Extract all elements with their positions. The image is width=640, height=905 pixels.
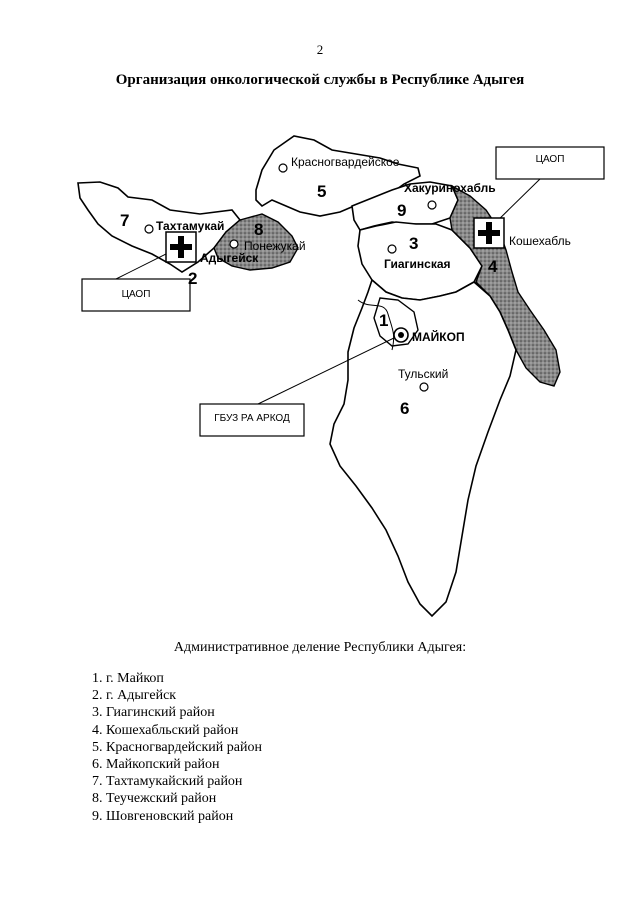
- maykop-label: МАЙКОП: [412, 329, 465, 344]
- medical-cross-icon-west: [165, 231, 197, 263]
- tulskiy-label: Тульский: [398, 367, 448, 381]
- hospital-box: [199, 403, 305, 437]
- adygea-map: ЦАОП ЦАОП ГБУЗ РА АРКОД Красногвардейско…: [77, 135, 605, 618]
- giaginskaya-label: Гиагинская: [384, 257, 451, 271]
- legend-item: 1. г. Майкоп: [92, 671, 164, 686]
- krasnogvardeyskoe-label: Красногвардейское: [291, 155, 400, 169]
- caop-east-label: ЦАОП: [536, 154, 565, 165]
- page-number: 2: [316, 42, 324, 57]
- district-number-2: 2: [188, 269, 197, 288]
- district-number-6: 6: [400, 399, 409, 418]
- district-8-shape: [213, 213, 299, 271]
- khakurinokhabl-marker-icon: [427, 200, 437, 210]
- district-6-shape: [329, 278, 517, 618]
- legend-item: 2. г. Адыгейск: [92, 688, 177, 704]
- krasnogvardeyskoe-marker-icon: [278, 163, 288, 173]
- takhtamukay-label: Тахтамукай: [156, 219, 224, 233]
- district-number-3: 3: [409, 234, 418, 253]
- page-title: Организация онкологической службы в Респ…: [115, 72, 525, 88]
- district-number-9: 9: [397, 201, 406, 220]
- legend-item: 6. Майкопский район: [92, 757, 220, 773]
- tulskiy-marker-icon: [419, 382, 429, 392]
- legend-list: 1. г. Майкоп 2. г. Адыгейск 3. Гиагински…: [92, 670, 262, 825]
- koshekhabl-label: Кошехабль: [509, 234, 571, 248]
- ponezhukay-marker-icon: [229, 239, 239, 249]
- caop-west-box: [81, 278, 191, 312]
- giaginskaya-marker-icon: [387, 244, 397, 254]
- adygeysk-label: Адыгейск: [200, 251, 259, 265]
- khakurinokhabl-label: Хакуринохабль: [404, 181, 496, 195]
- district-number-4: 4: [488, 257, 498, 276]
- legend-item: 9. Шовгеновский район: [92, 808, 234, 824]
- legend-item: 4. Кошехабльский район: [92, 722, 239, 738]
- district-number-1: 1: [379, 311, 388, 330]
- maykop-capital-icon: [393, 327, 409, 343]
- district-number-5: 5: [317, 182, 326, 201]
- hospital-label: ГБУЗ РА АРКОД: [214, 413, 290, 424]
- legend-item: 8. Теучежский район: [92, 791, 217, 807]
- medical-cross-icon-east: [473, 217, 505, 249]
- takhtamukay-marker-icon: [144, 224, 154, 234]
- ponezhukay-label: Понежукай: [244, 239, 306, 253]
- district-number-8: 8: [254, 220, 263, 239]
- legend-item: 3. Гиагинский район: [92, 705, 215, 721]
- hospital-pointer: [257, 335, 399, 405]
- caop-east-box: [495, 146, 605, 180]
- caop-west-label: ЦАОП: [122, 289, 151, 300]
- district-number-7: 7: [120, 211, 129, 230]
- legend-title: Административное деление Республики Адыг…: [173, 640, 467, 655]
- legend-item: 7. Тахтамукайский район: [92, 774, 243, 790]
- legend-item: 5. Красногвардейский район: [92, 739, 262, 755]
